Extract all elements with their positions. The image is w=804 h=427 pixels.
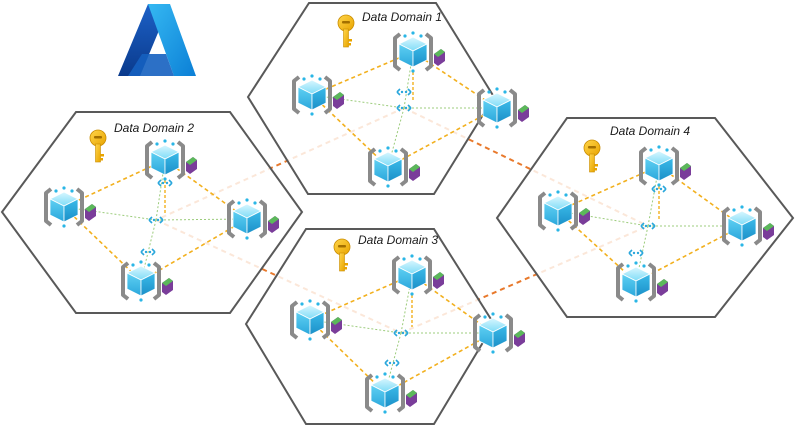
- key-icon: [89, 129, 107, 163]
- key-icon: [337, 14, 355, 48]
- domain-hexagon: [0, 111, 304, 314]
- azure-logo-icon: [118, 4, 196, 76]
- cube-service-icon: [392, 254, 444, 296]
- mesh-link: [63, 206, 157, 221]
- spoke-link: [309, 319, 386, 394]
- cube-service-icon: [722, 205, 774, 247]
- virtual-network-hub-icon: [384, 359, 400, 367]
- virtual-network-hub-icon: [140, 248, 156, 256]
- domain-hexagon: [495, 117, 795, 318]
- spoke-link: [658, 165, 743, 227]
- data-domain-4: Data Domain 4: [495, 117, 795, 318]
- domain-title: Data Domain 4: [610, 124, 690, 138]
- cube-service-icon: [292, 74, 344, 116]
- domain-title: Data Domain 1: [362, 10, 442, 24]
- data-domain-3: Data Domain 3: [244, 228, 525, 425]
- virtual-network-hub-icon: [157, 179, 173, 187]
- virtual-network-hub-icon: [148, 216, 164, 224]
- key-icon: [583, 139, 601, 173]
- virtual-network-hub-icon: [393, 329, 409, 337]
- key-icon: [333, 238, 351, 272]
- domain-title: Data Domain 2: [114, 121, 194, 135]
- cube-service-icon: [393, 31, 445, 73]
- mesh-link: [309, 319, 402, 334]
- mesh-link: [311, 94, 405, 109]
- mesh-link: [155, 218, 248, 221]
- cube-service-icon: [473, 312, 525, 354]
- spoke-link: [411, 274, 494, 334]
- cube-service-icon: [121, 260, 173, 302]
- cube-service-icon: [616, 261, 668, 303]
- cube-service-icon: [227, 198, 279, 240]
- spoke-link: [557, 210, 637, 283]
- cube-service-icon: [538, 190, 590, 232]
- spoke-link: [164, 159, 248, 220]
- data-domain-2: Data Domain 2: [0, 111, 304, 314]
- domain-title: Data Domain 3: [358, 233, 438, 247]
- spoke-link: [412, 51, 498, 109]
- cube-service-icon: [365, 372, 417, 414]
- virtual-network-hub-icon: [628, 249, 644, 257]
- cube-service-icon: [368, 146, 420, 188]
- cube-service-icon: [639, 145, 691, 187]
- mesh-link: [403, 51, 414, 109]
- data-domain-1: Data Domain 1: [246, 1, 529, 195]
- cube-service-icon: [44, 186, 96, 228]
- virtual-network-hub-icon: [396, 88, 412, 96]
- cube-service-icon: [290, 299, 342, 341]
- virtual-network-hub-icon: [396, 104, 412, 112]
- cube-service-icon: [145, 139, 197, 181]
- domain-hexagon: [244, 228, 496, 425]
- spoke-link: [311, 94, 389, 168]
- mesh-link: [557, 210, 649, 227]
- virtual-network-hub-icon: [640, 222, 656, 230]
- virtual-network-hub-icon: [651, 185, 667, 193]
- spoke-link: [63, 206, 142, 282]
- cube-service-icon: [477, 87, 529, 129]
